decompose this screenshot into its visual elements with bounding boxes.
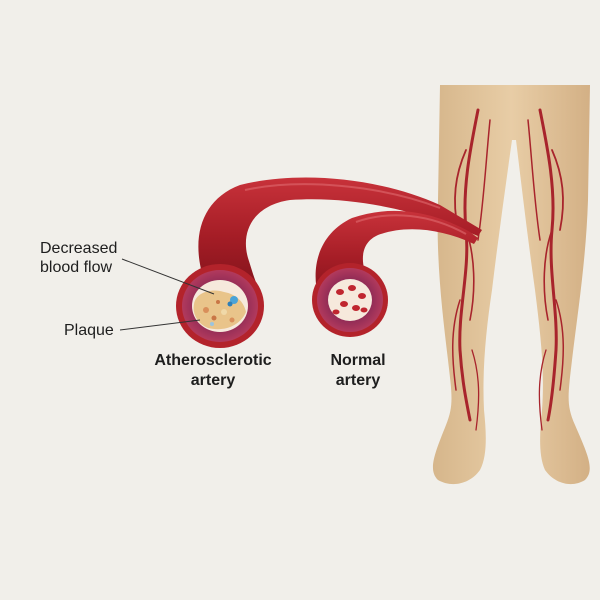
plaque-label: Plaque [64,322,114,339]
normal-artery-label: Normal artery [318,351,398,391]
athero-line2: artery [190,372,236,389]
atherosclerotic-artery-tube [198,177,482,295]
normal-line2: artery [335,372,381,389]
legs-shape [432,85,590,485]
atherosclerotic-cross-section [176,264,264,348]
normal-cross-section [312,263,388,337]
atherosclerotic-artery-label: Atherosclerotic artery [148,351,278,391]
plaque-deposit [193,290,246,330]
decreased-line1: Decreased [40,240,118,257]
plaque-pointer-line [119,319,201,331]
athero-line1: Atherosclerotic [154,352,272,369]
normal-line1: Normal [330,352,386,369]
decreased-blood-flow-label: Decreased blood flow [40,239,117,277]
decreased-line2: blood flow [40,259,113,276]
decreased-flow-pointer-line [121,258,215,295]
